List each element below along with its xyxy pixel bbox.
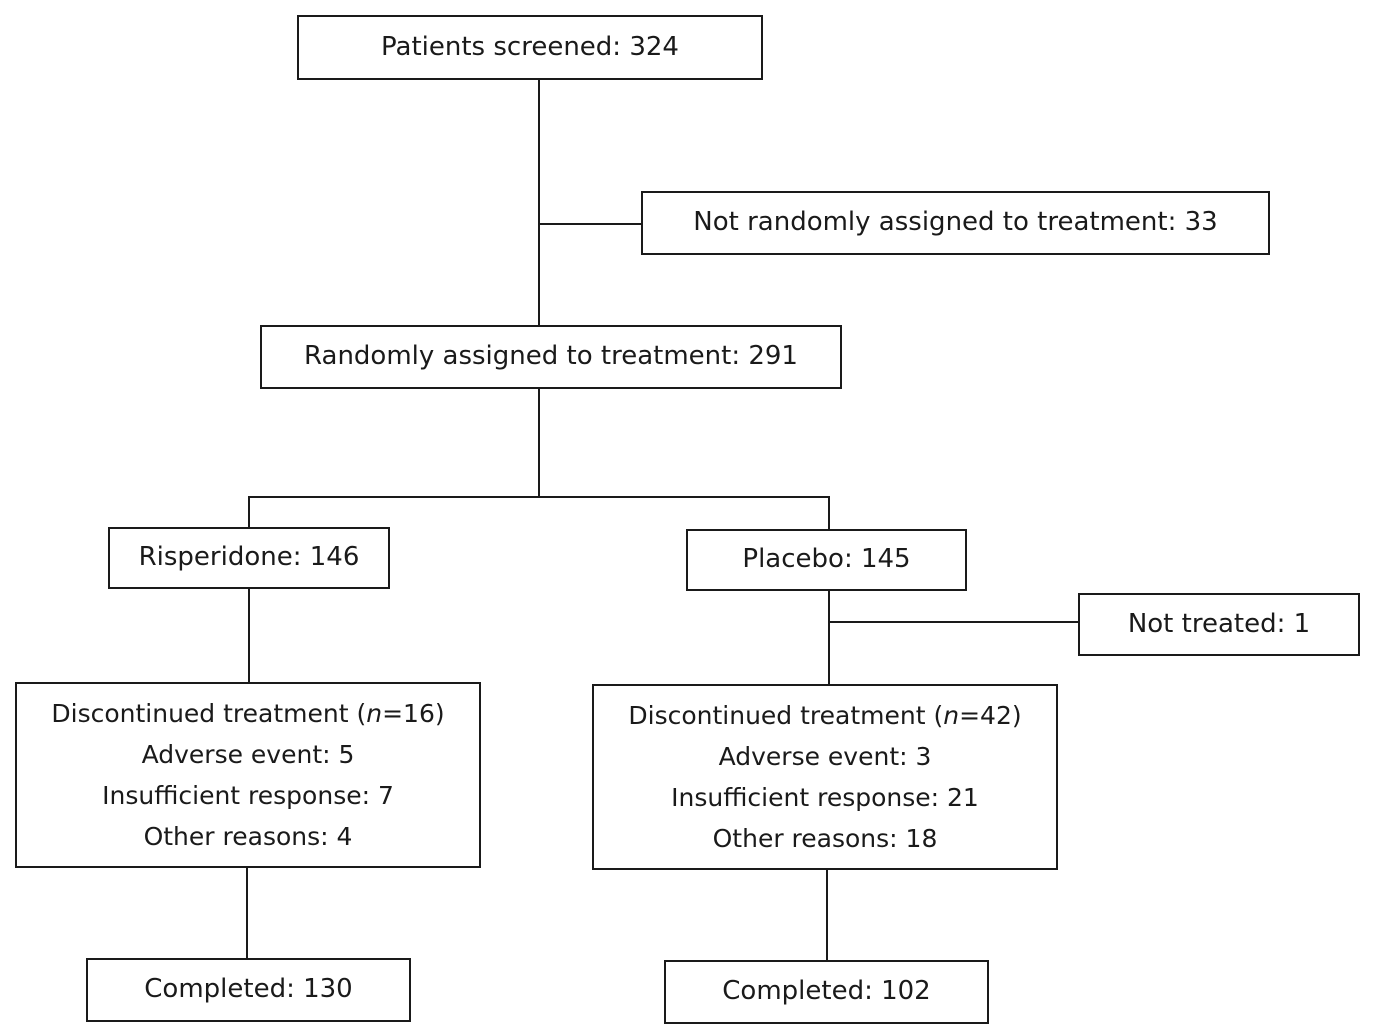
connector-placebo-to-discontinued	[828, 589, 830, 686]
reason-other: Other reasons: 4	[143, 822, 353, 851]
reason-other: Other reasons: 18	[712, 824, 938, 853]
reason-insufficient-response: Insufficient response: 7	[102, 781, 394, 810]
reason-adverse-event: Adverse event: 3	[718, 742, 932, 771]
risperidone-completed-label: Completed: 130	[144, 974, 353, 1005]
connector-placebo-to-completed	[826, 868, 828, 962]
connector-randomized-down	[538, 388, 540, 498]
connector-screened-to-randomized	[538, 78, 540, 326]
not-randomized-label: Not randomly assigned to treatment: 33	[693, 207, 1218, 238]
reason-insufficient-response: Insufficient response: 21	[671, 783, 979, 812]
connector-risperidone-to-completed	[246, 866, 248, 960]
not-treated-box: Not treated: 1	[1078, 593, 1360, 656]
placebo-arm-box: Placebo: 145	[686, 529, 967, 591]
not-randomized-box: Not randomly assigned to treatment: 33	[641, 191, 1270, 255]
risperidone-completed-box: Completed: 130	[86, 958, 411, 1022]
not-treated-label: Not treated: 1	[1127, 608, 1311, 639]
discontinued-heading: Discontinued treatment (n=16)	[51, 699, 445, 728]
randomized-label: Randomly assigned to treatment: 291	[304, 341, 798, 372]
placebo-completed-box: Completed: 102	[664, 960, 989, 1024]
risperidone-discontinued-box: Discontinued treatment (n=16) Adverse ev…	[15, 682, 481, 868]
connector-risperidone-to-discontinued	[248, 588, 250, 684]
connector-exclusion-branch	[538, 223, 642, 225]
placebo-completed-label: Completed: 102	[722, 976, 931, 1007]
reason-adverse-event: Adverse event: 5	[141, 740, 355, 769]
placebo-arm-label: Placebo: 145	[742, 544, 911, 575]
risperidone-arm-box: Risperidone: 146	[108, 527, 390, 589]
connector-not-treated-branch	[828, 621, 1080, 623]
risperidone-arm-label: Risperidone: 146	[138, 542, 360, 573]
placebo-discontinued-box: Discontinued treatment (n=42) Adverse ev…	[592, 684, 1058, 870]
screened-box: Patients screened: 324	[297, 15, 763, 80]
discontinued-heading: Discontinued treatment (n=42)	[628, 701, 1022, 730]
randomized-box: Randomly assigned to treatment: 291	[260, 325, 842, 389]
connector-arm-split	[248, 496, 830, 498]
screened-label: Patients screened: 324	[381, 31, 679, 62]
connector-to-risperidone	[248, 496, 250, 528]
connector-to-placebo	[828, 496, 830, 530]
